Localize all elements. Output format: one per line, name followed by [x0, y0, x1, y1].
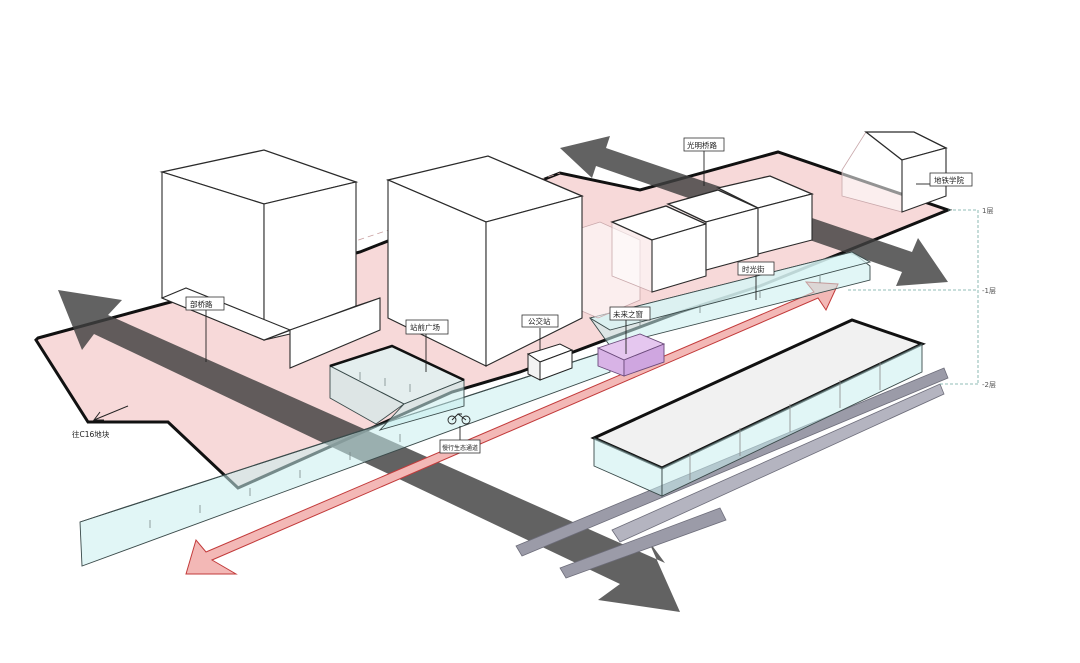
label-to-c16: 往C16地块 [72, 429, 110, 439]
leader-lines [205, 150, 930, 440]
svg-text:站前广场: 站前广场 [410, 322, 440, 332]
label-guangming-road: 光明桥路 [683, 137, 725, 152]
time-street-corridor [588, 251, 872, 347]
bus-stop [526, 343, 574, 381]
label-future-window: 未来之窗 [609, 306, 651, 321]
level-b2-label: -2层 [982, 381, 996, 389]
level-1-label: 1层 [982, 207, 993, 215]
svg-text:慢行生态通道: 慢行生态通道 [442, 444, 478, 452]
label-bike-path: 慢行生态通道 [439, 439, 481, 454]
svg-text:未来之窗: 未来之窗 [613, 309, 643, 319]
level-b1-label: -1层 [982, 287, 996, 295]
station-hall [590, 318, 926, 497]
building-left [159, 149, 381, 369]
label-bus-stop: 公交站 [521, 314, 559, 328]
svg-text:时光街: 时光街 [742, 264, 765, 274]
svg-text:往C16地块: 往C16地块 [72, 429, 110, 439]
svg-text:光明桥路: 光明桥路 [687, 140, 717, 150]
svg-text:地铁学院: 地铁学院 [934, 175, 964, 185]
label-metro-academy: 地铁学院 [929, 172, 973, 187]
building-row [610, 131, 948, 293]
svg-text:公交站: 公交站 [528, 316, 551, 326]
station-plaza-box [328, 344, 466, 431]
future-window-box [596, 333, 666, 377]
label-time-street: 时光街 [737, 261, 775, 276]
bicycle-icon [447, 413, 471, 425]
label-bridge: 部桥路 [185, 296, 225, 311]
svg-text:部桥路: 部桥路 [190, 299, 213, 309]
level-guides: 1层 -1层 -2层 [848, 207, 996, 389]
building-center [385, 155, 584, 367]
label-station-plaza: 站前广场 [405, 319, 449, 335]
to-c16-arrow [93, 405, 129, 421]
